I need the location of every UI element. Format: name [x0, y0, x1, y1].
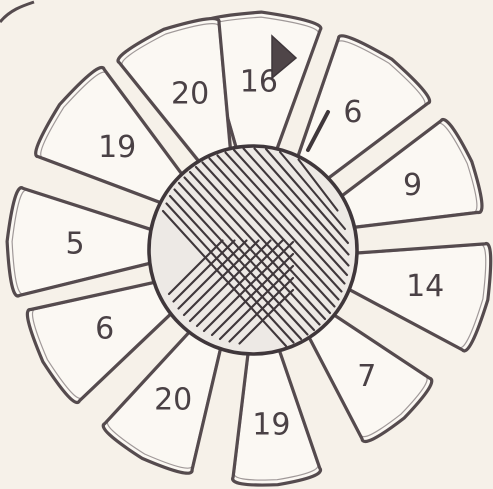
petal-number: 19 [252, 408, 290, 443]
petal-lower-right-2[interactable]: 7 [306, 312, 431, 442]
corner-arc-decoration [0, 2, 34, 22]
petal-number: 5 [66, 226, 85, 261]
petal-left[interactable]: 5 [7, 188, 157, 296]
petal-number: 7 [357, 359, 376, 394]
petal-number: 6 [95, 311, 114, 346]
petal-number: 20 [171, 77, 209, 112]
petal-number: 14 [406, 269, 444, 304]
petal-number: 20 [154, 383, 192, 418]
center-disc [149, 146, 357, 354]
petal-number: 19 [98, 130, 136, 165]
petal-bottom[interactable]: 19 [233, 345, 321, 485]
petal-number: 6 [343, 95, 362, 130]
petal-number: 9 [403, 168, 422, 203]
